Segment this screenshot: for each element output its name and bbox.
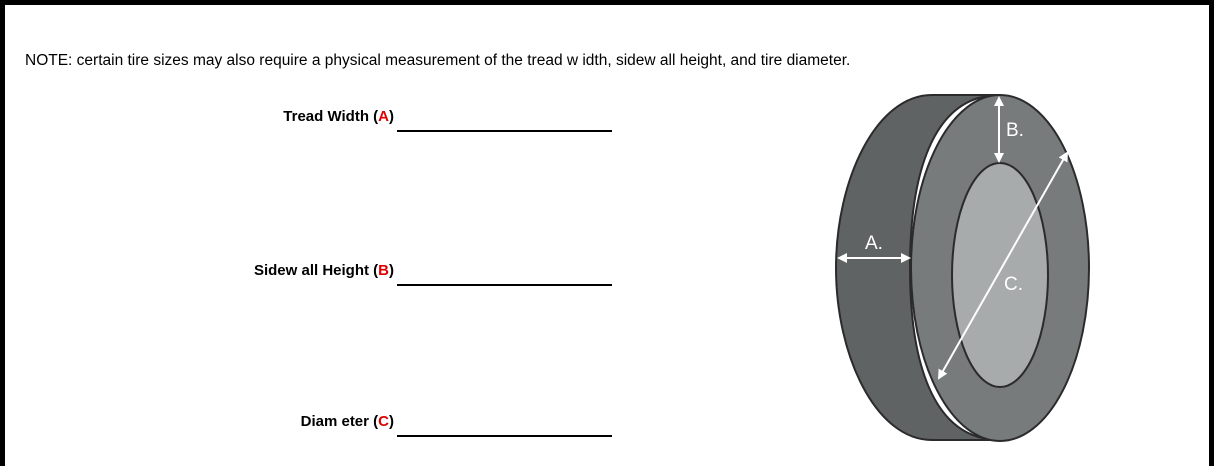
tread-width-blank-line[interactable]	[397, 130, 612, 132]
diameter-code: C	[378, 413, 389, 430]
tread-width-label: Tread Width (	[283, 108, 379, 125]
sidewall-height-field: Sidew all Height (B)	[254, 262, 394, 279]
tread-width-close: )	[389, 108, 394, 125]
sidewall-height-blank-line[interactable]	[397, 284, 612, 286]
sidewall-height-label: Sidew all Height (	[253, 262, 379, 279]
tire-inner-hub	[951, 162, 1049, 388]
label-b: B.	[1006, 120, 1024, 141]
tread-width-field: Tread Width (A)	[283, 108, 394, 125]
tread-width-code: A	[378, 108, 389, 125]
diameter-close: )	[389, 413, 394, 430]
label-c: C.	[1004, 274, 1023, 295]
sidewall-height-code: B	[378, 262, 389, 279]
note-text: NOTE: certain tire sizes may also requir…	[25, 52, 851, 69]
sidewall-height-close: )	[389, 262, 394, 279]
diameter-label: Diam eter (	[300, 413, 379, 430]
label-a: A.	[865, 233, 883, 254]
diameter-field: Diam eter (C)	[301, 413, 394, 430]
arrow-c	[938, 151, 1068, 380]
diameter-blank-line[interactable]	[397, 435, 612, 437]
